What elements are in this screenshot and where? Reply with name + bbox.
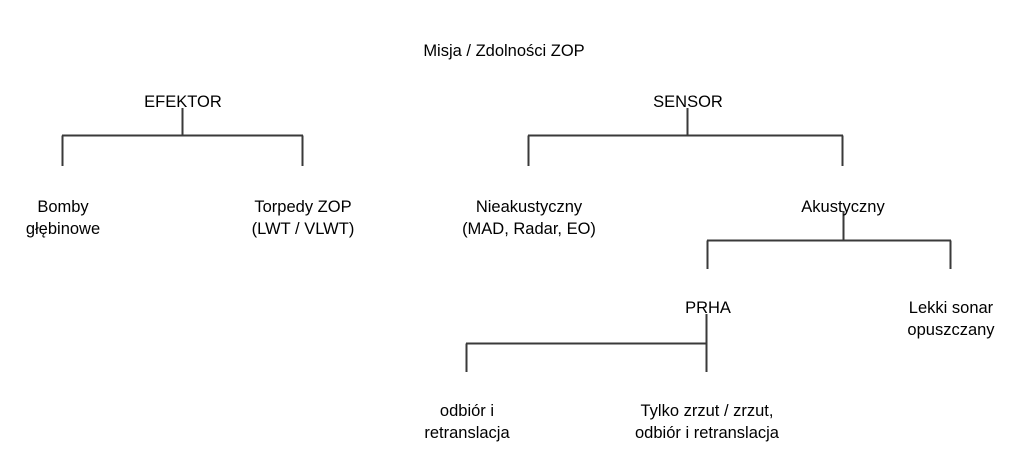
node-lekki-sonar-label-line2: opuszczany [907,320,995,339]
node-tylko-zrzut: Tylko zrzut / zrzut, odbiór i retranslac… [635,380,779,466]
node-prha-label: PRHA [685,299,731,318]
node-bomby-glebinowe-label-line1: Bomby [37,198,89,217]
node-odbior-label-line1: odbiór i [439,402,495,421]
node-odbior-label-line2: retranslacja [424,423,510,442]
node-efektor: EFEKTOR [144,71,222,114]
node-tylko-zrzut-label-line2: odbiór i retranslacja [635,423,779,442]
node-nieakustyczny: Nieakustyczny (MAD, Radar, EO) [462,176,596,262]
node-nieakustyczny-label-line1: Nieakustyczny [475,198,583,217]
node-sensor: SENSOR [653,71,723,114]
node-efektor-label: EFEKTOR [144,93,222,112]
node-title-label: Misja / Zdolności ZOP [423,42,585,61]
node-torpedy-zop-label-line2: (LWT / VLWT) [251,219,355,238]
node-torpedy-zop: Torpedy ZOP (LWT / VLWT) [252,176,355,262]
node-title: Misja / Zdolności ZOP [423,20,584,63]
node-lekki-sonar-opuszczany: Lekki sonar opuszczany [907,277,994,363]
node-torpedy-zop-label-line1: Torpedy ZOP [254,198,352,217]
node-odbior-i-retranslacja: odbiór i retranslacja [424,380,509,466]
node-akustyczny: Akustyczny [801,176,884,219]
node-nieakustyczny-label-line2: (MAD, Radar, EO) [462,219,596,238]
node-tylko-zrzut-label-line1: Tylko zrzut / zrzut, [640,402,774,421]
node-bomby-glebinowe: Bomby głębinowe [26,176,100,262]
node-prha: PRHA [685,277,731,320]
node-akustyczny-label: Akustyczny [801,198,885,217]
node-bomby-glebinowe-label-line2: głębinowe [25,219,101,238]
node-lekki-sonar-label-line1: Lekki sonar [908,299,994,318]
node-sensor-label: SENSOR [653,93,723,112]
